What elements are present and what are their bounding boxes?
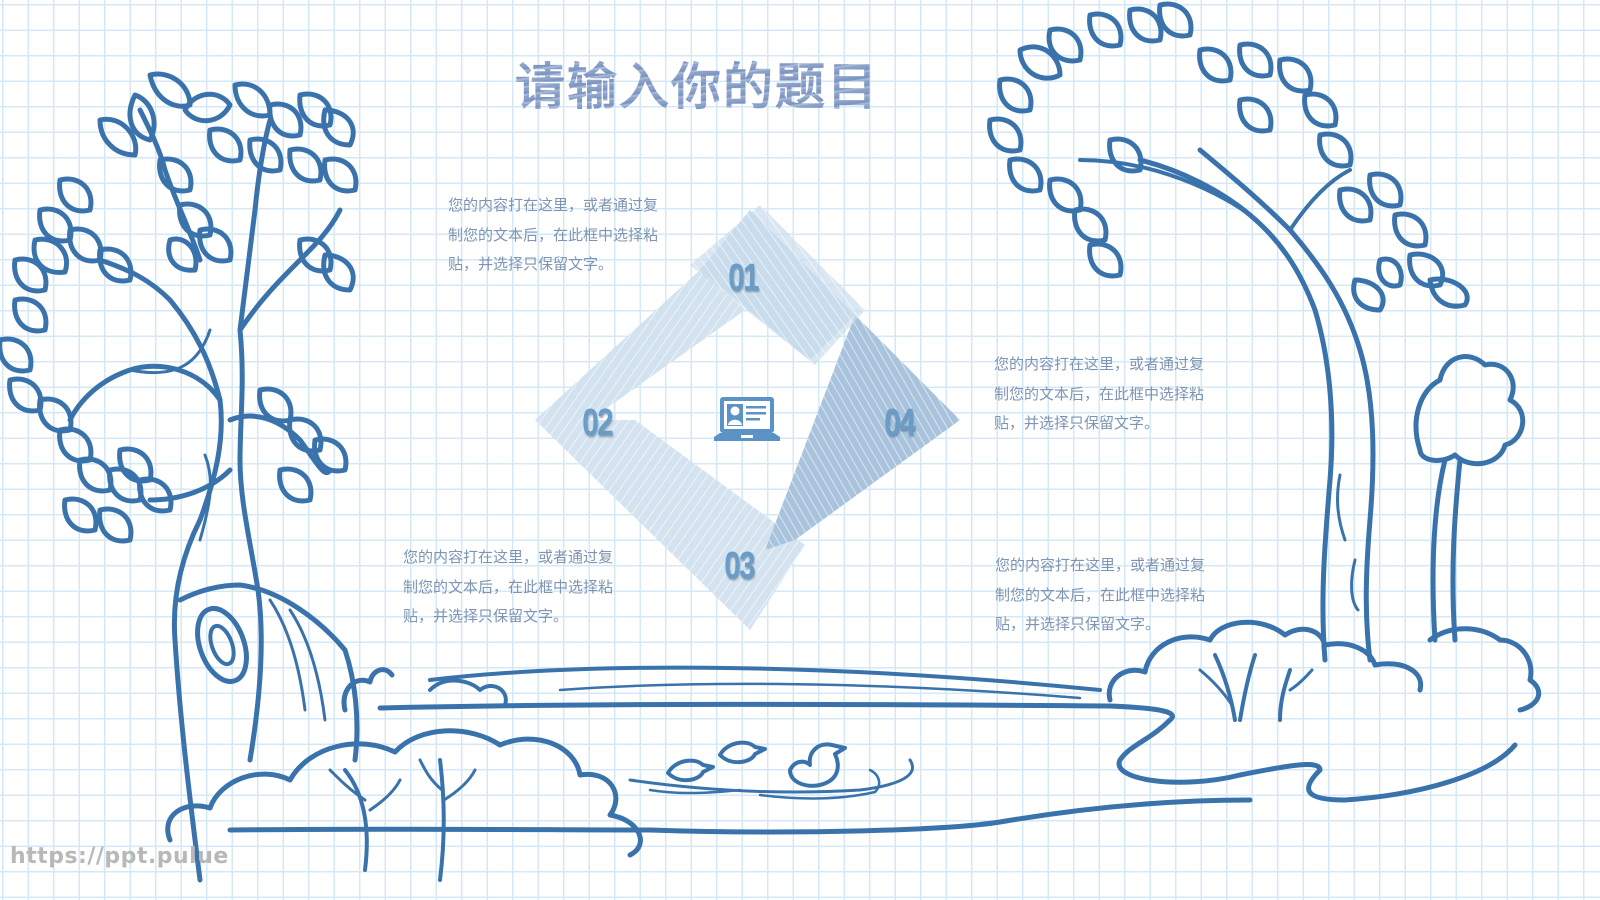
hatched-diamond-shape (535, 205, 960, 630)
step-04-text[interactable]: 您的内容打在这里，或者通过复 制您的文本后，在此框中选择粘 贴，并选择只保留文字… (994, 350, 1234, 439)
slide-title[interactable]: 请输入你的题目 (515, 52, 895, 122)
step-01-line-1: 您的内容打在这里，或者通过复 (448, 196, 659, 214)
river-illustration (227, 665, 1518, 835)
ducks-illustration (648, 740, 881, 800)
step-02-line-2: 制您的文本后，在此框中选择粘 (403, 577, 614, 596)
step-02-text[interactable]: 您的内容打在这里，或者通过复 制您的文本后，在此框中选择粘 贴，并选择只保留文字… (403, 543, 643, 632)
step-01-line-3: 贴，并选择只保留文字。 (448, 255, 614, 273)
left-tree-illustration (0, 71, 360, 883)
step-03-line-2: 制您的文本后，在此框中选择粘 (995, 585, 1206, 604)
step-number-03: 03 (724, 545, 755, 587)
bushes-illustration (165, 619, 1542, 882)
diamond-graphic (535, 205, 965, 635)
right-tree-illustration (987, 1, 1526, 663)
step-03-line-1: 您的内容打在这里，或者通过复 (995, 556, 1206, 574)
step-04-line-3: 贴，并选择只保留文字。 (994, 414, 1160, 432)
step-02-line-1: 您的内容打在这里，或者通过复 (403, 548, 614, 566)
step-03-line-3: 贴，并选择只保留文字。 (995, 615, 1161, 633)
step-04-line-2: 制您的文本后，在此框中选择粘 (994, 384, 1205, 403)
step-02-line-3: 贴，并选择只保留文字。 (403, 607, 569, 625)
step-number-02: 02 (582, 402, 613, 444)
step-01-text[interactable]: 您的内容打在这里，或者通过复 制您的文本后，在此框中选择粘 贴，并选择只保留文字… (448, 191, 688, 280)
laptop-user-icon (714, 397, 780, 441)
step-01-line-2: 制您的文本后，在此框中选择粘 (448, 225, 659, 244)
step-04-line-1: 您的内容打在这里，或者通过复 (994, 355, 1205, 373)
watermark-url: https://ppt.pulue (10, 844, 229, 869)
step-03-text[interactable]: 您的内容打在这里，或者通过复 制您的文本后，在此框中选择粘 贴，并选择只保留文字… (995, 551, 1235, 640)
step-number-01: 01 (728, 257, 759, 299)
step-number-04: 04 (884, 402, 915, 444)
